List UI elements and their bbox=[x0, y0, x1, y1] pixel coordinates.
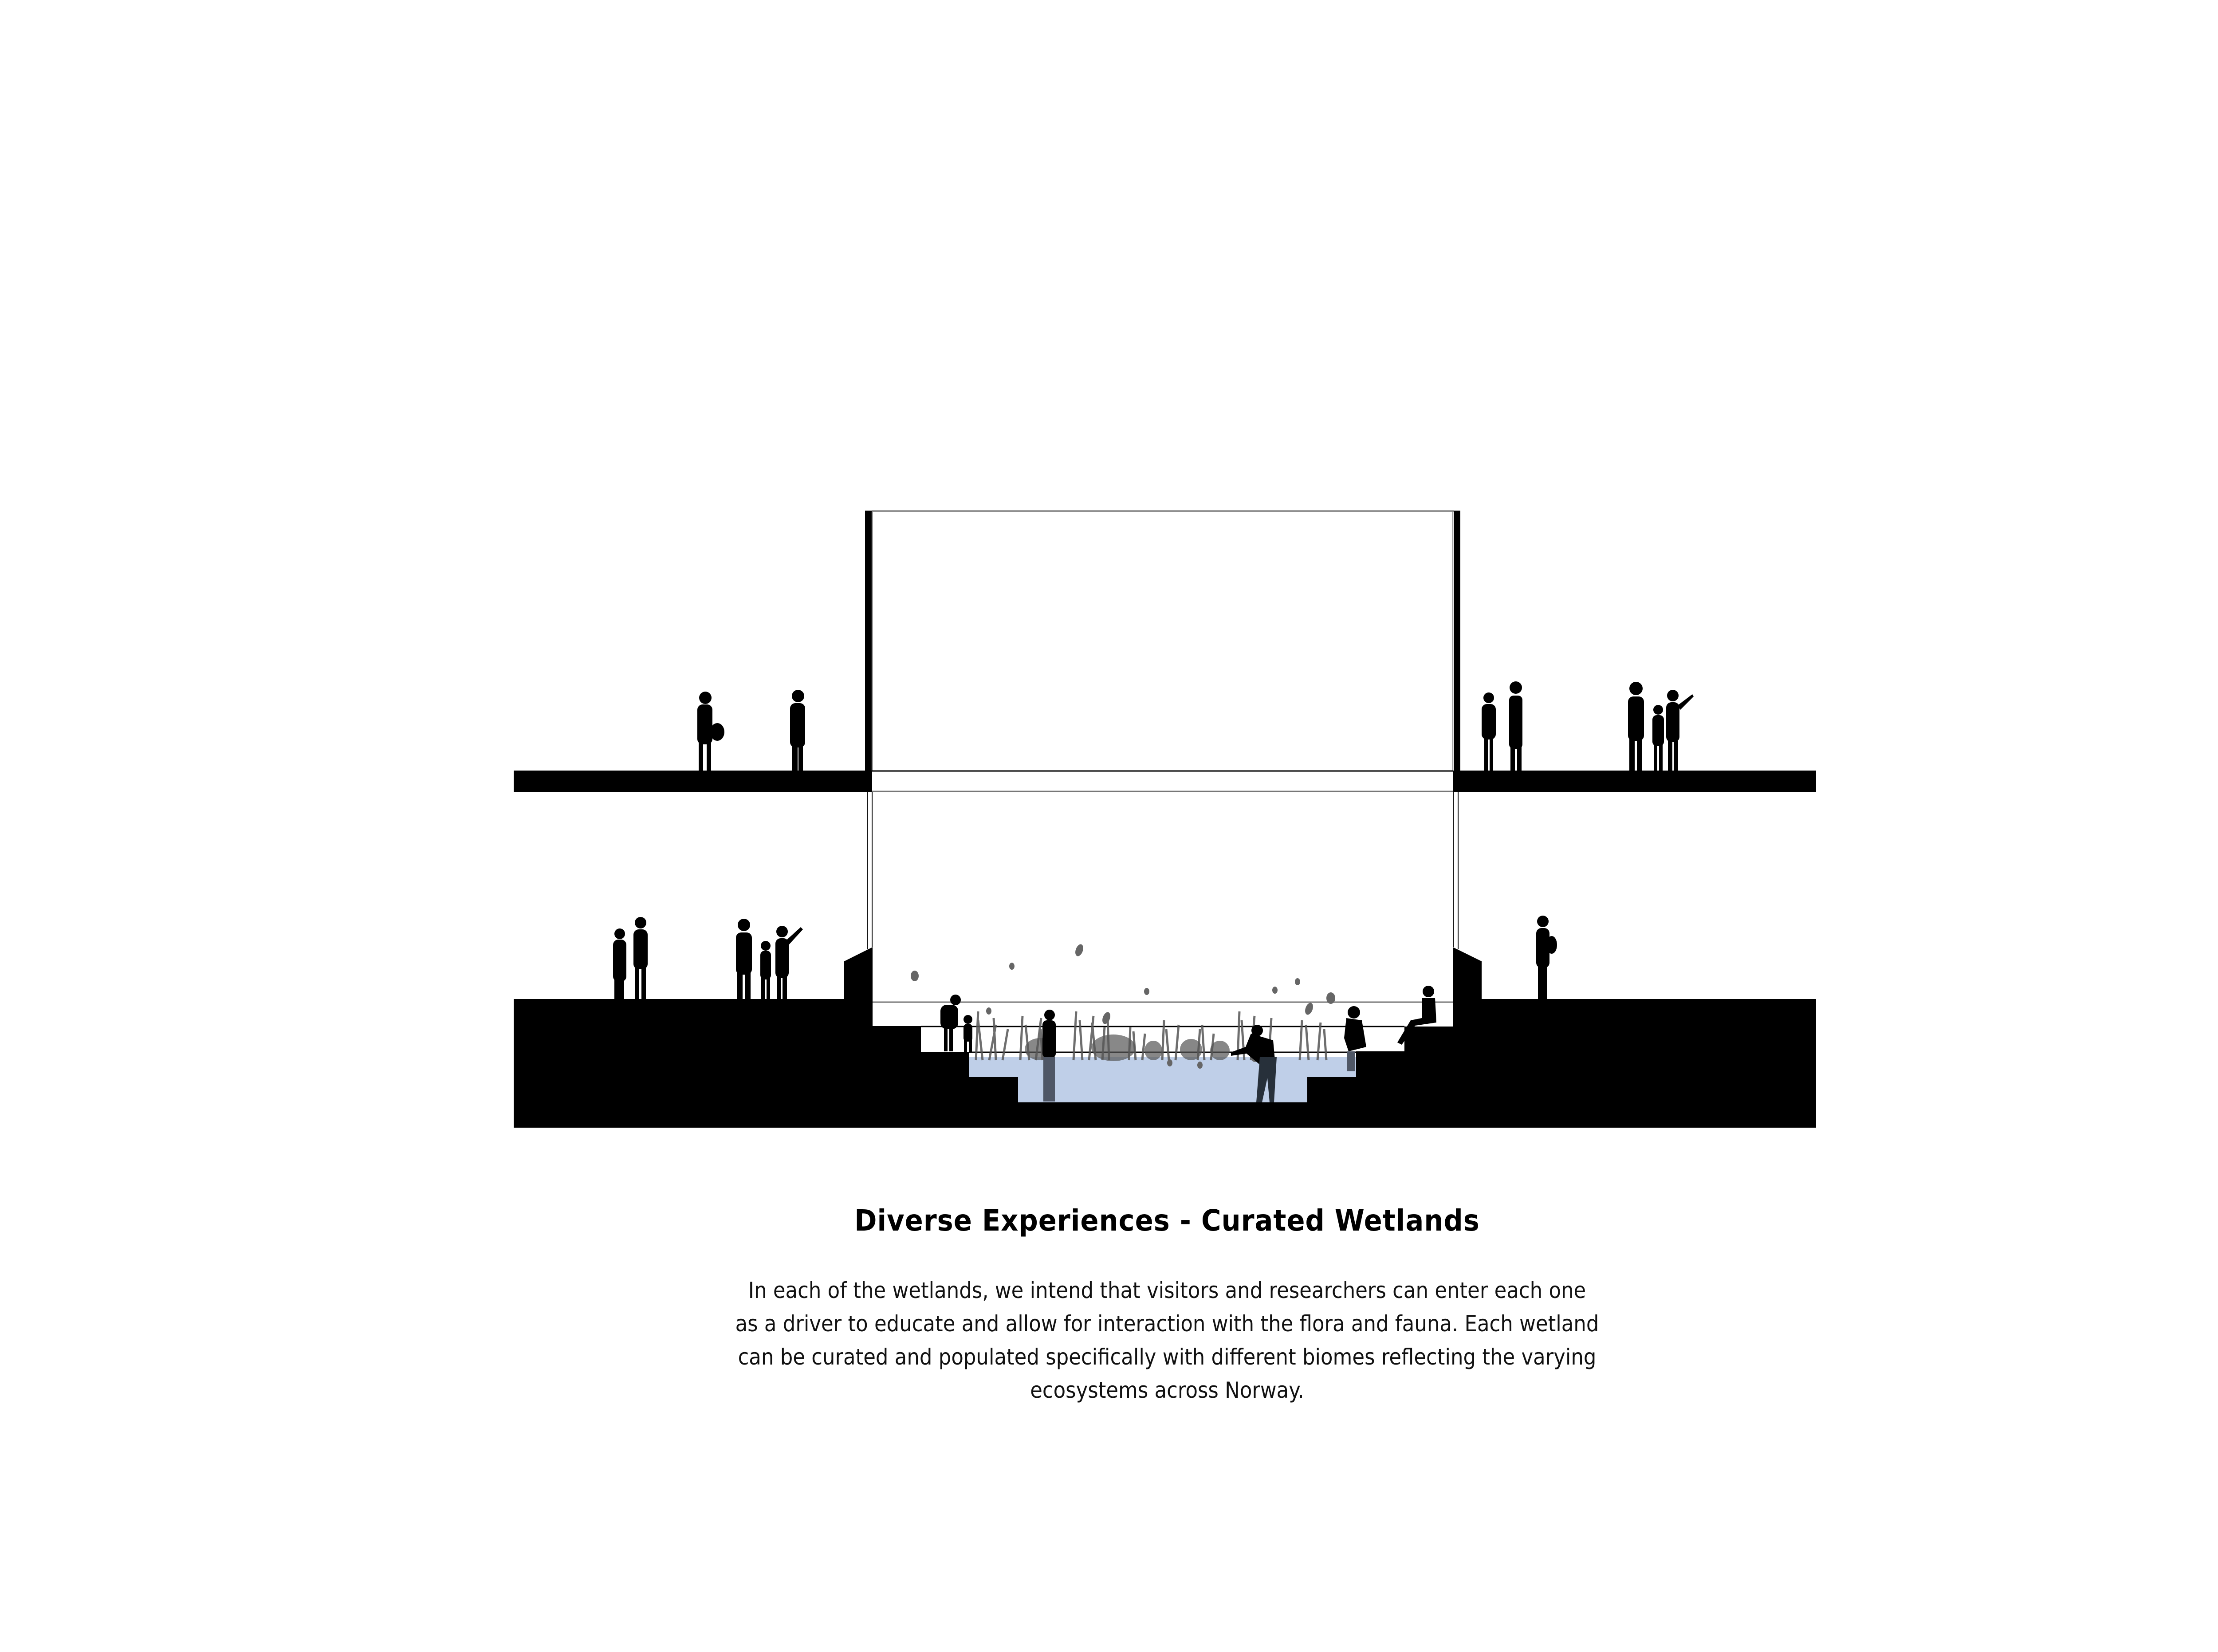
people-lower-left bbox=[613, 917, 803, 999]
people-lower-right bbox=[1536, 916, 1557, 999]
description-line-1: In each of the wetlands, we intend that … bbox=[748, 1278, 1586, 1303]
drawing-description: In each of the wetlands, we intend that … bbox=[117, 1274, 2218, 1407]
description-line-4: ecosystems across Norway. bbox=[1030, 1377, 1304, 1403]
description-line-2: as a driver to educate and allow for int… bbox=[735, 1311, 1599, 1337]
upper-slab-left bbox=[514, 771, 872, 792]
wetland-water bbox=[969, 1057, 1356, 1102]
left-wall bbox=[865, 511, 872, 792]
drawing-title: Diverse Experiences - Curated Wetlands bbox=[854, 1204, 1480, 1238]
right-wall bbox=[1454, 511, 1460, 792]
description-line-3: can be curated and populated specificall… bbox=[738, 1344, 1597, 1370]
vegetation-clumps bbox=[1025, 1034, 1230, 1061]
ground-mass bbox=[514, 947, 1816, 1128]
people-upper-right bbox=[1482, 681, 1694, 771]
people-in-wetland bbox=[940, 986, 1436, 1102]
people-upper-left bbox=[697, 690, 805, 771]
upper-slab-right bbox=[1453, 771, 1816, 792]
